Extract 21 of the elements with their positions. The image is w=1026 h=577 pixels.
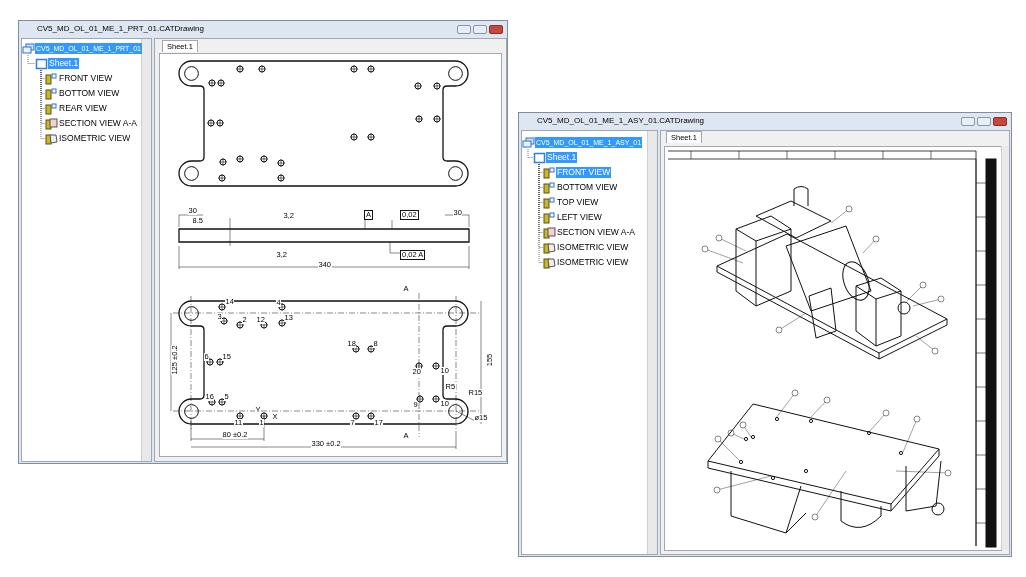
tree-item-label: SECTION VIEW A-A xyxy=(556,227,636,238)
tree-item-label: LEFT VIEW xyxy=(556,212,603,223)
tree-item-label: FRONT VIEW xyxy=(58,73,114,84)
tree-connector xyxy=(527,148,534,158)
tree-item-label: ISOMETRIC VIEW xyxy=(58,133,132,144)
tree-item-label: ISOMETRIC VIEW xyxy=(556,242,630,253)
tree-item-label: REAR VIEW xyxy=(58,103,108,114)
window-title: CV5_MD_OL_01_ME_1_ASY_01.CATDrawing xyxy=(537,116,705,125)
tree-item-label: SECTION VIEW A-A xyxy=(58,118,138,129)
tree-item-label: BOTTOM VIEW xyxy=(556,182,619,193)
tree-item-label: FRONT VIEW xyxy=(556,167,612,178)
tree-connector xyxy=(27,54,36,64)
app-window xyxy=(518,112,1012,557)
tree-item-label: TOP VIEW xyxy=(556,197,600,208)
tree-item-label: ISOMETRIC VIEW xyxy=(556,257,630,268)
window-title: CV5_MD_OL_01_ME_1_PRT_01.CATDrawing xyxy=(37,24,204,33)
tree-item-label: BOTTOM VIEW xyxy=(58,88,121,99)
app-window xyxy=(18,20,508,464)
tree-connector xyxy=(40,69,46,139)
tree-item-label: Sheet.1 xyxy=(48,58,80,69)
tree-item-label: Sheet.1 xyxy=(546,152,578,163)
